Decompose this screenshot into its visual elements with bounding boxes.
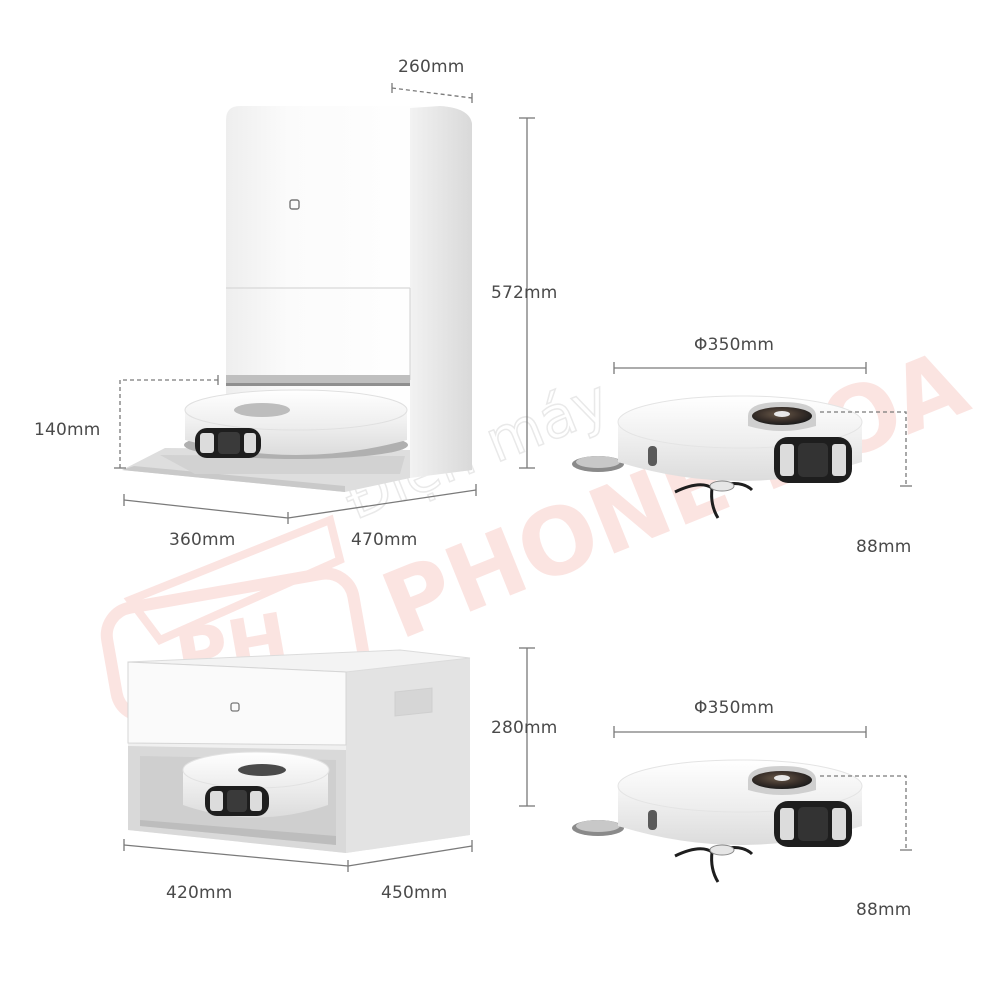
label-station-base-depth: 360mm (169, 530, 236, 550)
label-station-depth: 260mm (398, 57, 465, 77)
label-station-width: 470mm (351, 530, 418, 550)
mi-logo-icon (230, 702, 240, 712)
label-robot-thickness-bottom: 88mm (856, 900, 912, 920)
label-robot-height: 140mm (34, 420, 101, 440)
docking-station-illustration (122, 106, 472, 492)
label-robot-diameter-top: Φ350mm (694, 335, 775, 355)
docked-robot (184, 389, 408, 459)
base-module-illustration (127, 649, 471, 853)
label-robot-thickness-top: 88mm (856, 537, 912, 557)
mi-logo-icon (289, 199, 300, 210)
label-robot-diameter-bottom: Φ350mm (694, 698, 775, 718)
label-module-depth: 420mm (166, 883, 233, 903)
robot-illustration-bottom (572, 759, 863, 883)
robot-illustration-top (572, 395, 863, 519)
label-module-width: 450mm (381, 883, 448, 903)
label-module-height: 280mm (491, 718, 558, 738)
label-station-height: 572mm (491, 283, 558, 303)
dimension-guides (114, 83, 912, 872)
module-robot (182, 751, 330, 818)
